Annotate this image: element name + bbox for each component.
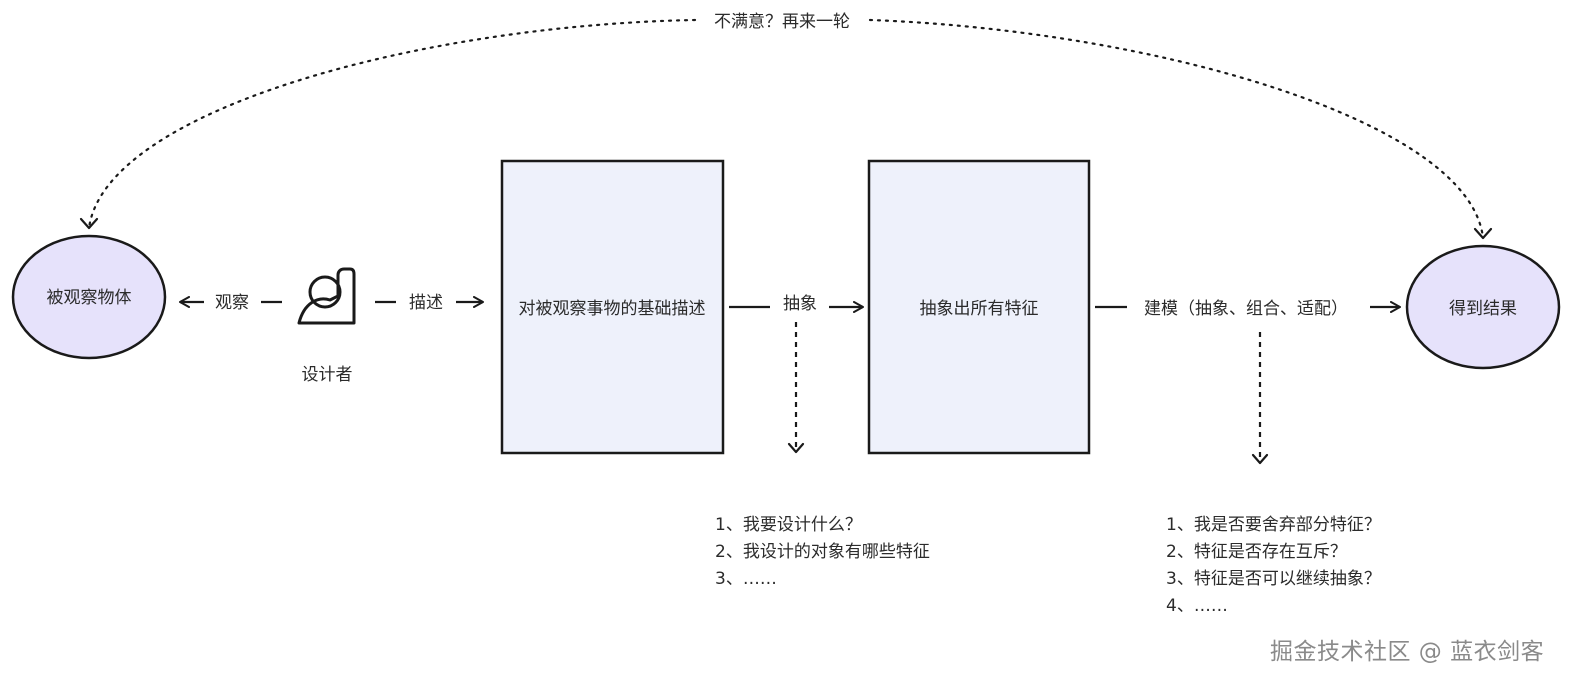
modeling-notes: 1、我是否要舍弃部分特征？ 2、特征是否存在互斥？ 3、特征是否可以继续抽象？ … [1166, 512, 1381, 620]
abstract-note-3: 3、…… [715, 569, 777, 589]
loop-arc-right [868, 18, 1485, 240]
modeling-note-2: 2、特征是否存在互斥？ [1166, 542, 1347, 562]
designer-label: 设计者 [302, 365, 353, 385]
basic-description-label: 对被观察事物的基础描述 [519, 299, 706, 319]
modeling-note-1: 1、我是否要舍弃部分特征？ [1166, 515, 1381, 535]
basic-description-box [500, 159, 725, 455]
observe-label: 观察 [215, 293, 249, 313]
observed-object-label: 被观察物体 [47, 288, 132, 308]
loop-arc-right-head [1473, 227, 1493, 240]
abstract-label: 抽象 [783, 294, 817, 314]
abstract-note-2: 2、我设计的对象有哪些特征 [715, 542, 930, 562]
abstract-notes-arrow-head [787, 442, 805, 454]
result-label: 得到结果 [1449, 299, 1517, 319]
abstract-note-1: 1、我要设计什么？ [715, 515, 862, 535]
loop-arc-left [87, 18, 697, 230]
result-node [1405, 244, 1561, 370]
all-features-label: 抽象出所有特征 [920, 299, 1039, 319]
modeling-label: 建模（抽象、组合、适配） [1144, 299, 1348, 319]
modeling-note-4: 4、…… [1166, 596, 1228, 616]
person-icon [297, 267, 356, 325]
abstract-notes: 1、我要设计什么？ 2、我设计的对象有哪些特征 3、…… [715, 512, 930, 593]
modeling-note-3: 3、特征是否可以继续抽象？ [1166, 569, 1381, 589]
all-features-box [867, 159, 1091, 455]
watermark: 掘金技术社区 @ 蓝衣剑客 [1270, 639, 1545, 665]
observed-object-node [11, 234, 167, 360]
modeling-notes-arrow-head [1251, 453, 1269, 465]
loop-arc-left-head [79, 217, 99, 230]
describe-label: 描述 [409, 293, 443, 313]
loop-label: 不满意？再来一轮 [714, 12, 850, 32]
